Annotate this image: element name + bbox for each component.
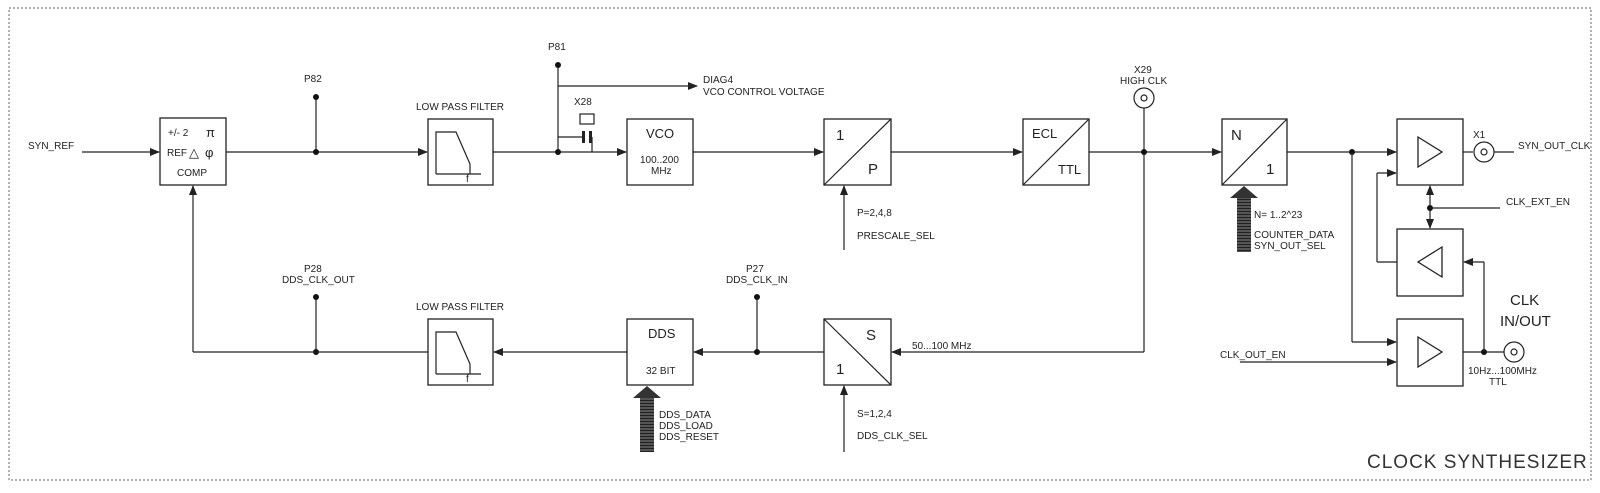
svg-text:1: 1: [1266, 161, 1274, 178]
connector-x1-jack: [1473, 141, 1495, 163]
clk-inout-label-2: IN/OUT: [1500, 313, 1551, 330]
svg-text:f: f: [466, 374, 469, 385]
svg-text:+/- 2: +/- 2: [168, 128, 189, 139]
prescale-sel-label: PRESCALE_SEL: [857, 231, 935, 242]
connector-x29-sublabel: HIGH CLK: [1120, 76, 1168, 87]
output-buffer-top: [1396, 118, 1464, 186]
svg-text:DDS: DDS: [648, 326, 676, 341]
svg-text:1: 1: [836, 361, 844, 378]
svg-text:TTL: TTL: [1058, 162, 1081, 177]
connector-clk-inout-jack: [1503, 341, 1525, 363]
svg-text:ECL: ECL: [1032, 126, 1057, 141]
counter-data-label: COUNTER_DATA: [1254, 230, 1335, 241]
input-buffer-middle: [1396, 228, 1464, 297]
low-pass-filter-bottom: f: [427, 318, 494, 386]
input-clk-ext-en: CLK_EXT_EN: [1506, 197, 1570, 208]
svg-text:P: P: [868, 161, 878, 178]
prescaler-note: P=2,4,8: [857, 208, 892, 219]
diag4-sublabel: VCO CONTROL VOLTAGE: [703, 87, 825, 98]
connector-x29-label: X29: [1134, 65, 1152, 76]
testpoint-p27-sublabel: DDS_CLK_IN: [726, 275, 788, 286]
testpoint-p27-label: P27: [746, 264, 764, 275]
dds-reset-label: DDS_RESET: [659, 432, 719, 443]
clk-inout-label-1: CLK: [1510, 292, 1539, 309]
svg-text:COMP: COMP: [177, 168, 207, 179]
svg-text:△: △: [189, 145, 199, 160]
dds-block: DDS 32 BIT: [626, 318, 694, 386]
output-syn-out-clk: SYN_OUT_CLK: [1518, 141, 1591, 152]
low-pass-filter-top: f: [427, 118, 494, 186]
svg-text:φ: φ: [205, 145, 213, 160]
divider-s-block: S 1: [823, 318, 892, 386]
divider-s-freq: 50...100 MHz: [912, 341, 971, 352]
divider-n-note: N= 1..2^23: [1254, 210, 1303, 221]
lpf-top-label: LOW PASS FILTER: [416, 102, 504, 113]
prescaler-block: 1 P: [823, 118, 892, 186]
ecl-ttl-converter-block: ECL TTL: [1022, 118, 1090, 186]
testpoint-p28-label: P28: [304, 264, 322, 275]
svg-text:REF: REF: [167, 148, 187, 159]
jumper-x28: [558, 113, 595, 152]
svg-text:MHz: MHz: [651, 166, 672, 177]
input-clk-out-en: CLK_OUT_EN: [1220, 350, 1286, 361]
dds-data-bus-arrow: [633, 386, 661, 452]
vco-block: VCO 100..200 MHz: [626, 118, 694, 186]
divider-s-note: S=1,2,4: [857, 409, 892, 420]
svg-text:1: 1: [836, 127, 844, 144]
testpoint-p82-label: P82: [304, 74, 322, 85]
connector-x29-jack: [1133, 87, 1155, 109]
dds-load-label: DDS_LOAD: [659, 421, 713, 432]
connector-x1-label: X1: [1473, 130, 1486, 141]
counter-data-bus-arrow: [1230, 186, 1258, 252]
clk-inout-spec-1: 10Hz...100MHz: [1468, 366, 1537, 377]
svg-text:π: π: [206, 125, 215, 140]
clk-inout-spec-2: TTL: [1489, 377, 1507, 388]
diagram-frame: [8, 7, 1592, 481]
lpf-bottom-label: LOW PASS FILTER: [416, 302, 504, 313]
svg-text:VCO: VCO: [646, 126, 674, 141]
output-buffer-bottom: [1396, 318, 1464, 387]
svg-text:32 BIT: 32 BIT: [646, 366, 675, 377]
diagram-title: CLOCK SYNTHESIZER: [1367, 452, 1588, 473]
svg-text:N: N: [1231, 127, 1242, 144]
divider-n-block: N 1: [1221, 118, 1288, 186]
diag4-label: DIAG4: [703, 75, 733, 86]
svg-text:S: S: [866, 327, 876, 344]
svg-text:100..200: 100..200: [640, 155, 679, 166]
svg-text:f: f: [466, 174, 469, 185]
testpoint-p81-label: P81: [548, 42, 566, 53]
dds-data-label: DDS_DATA: [659, 410, 711, 421]
syn-out-sel-label: SYN_OUT_SEL: [1254, 241, 1326, 252]
phase-comparator-block: +/- 2 π REF △ φ COMP: [159, 117, 227, 186]
input-syn-ref: SYN_REF: [28, 141, 74, 152]
testpoint-p28-sublabel: DDS_CLK_OUT: [282, 275, 355, 286]
connector-x28-label: X28: [574, 97, 592, 108]
dds-clk-sel-label: DDS_CLK_SEL: [857, 431, 928, 442]
